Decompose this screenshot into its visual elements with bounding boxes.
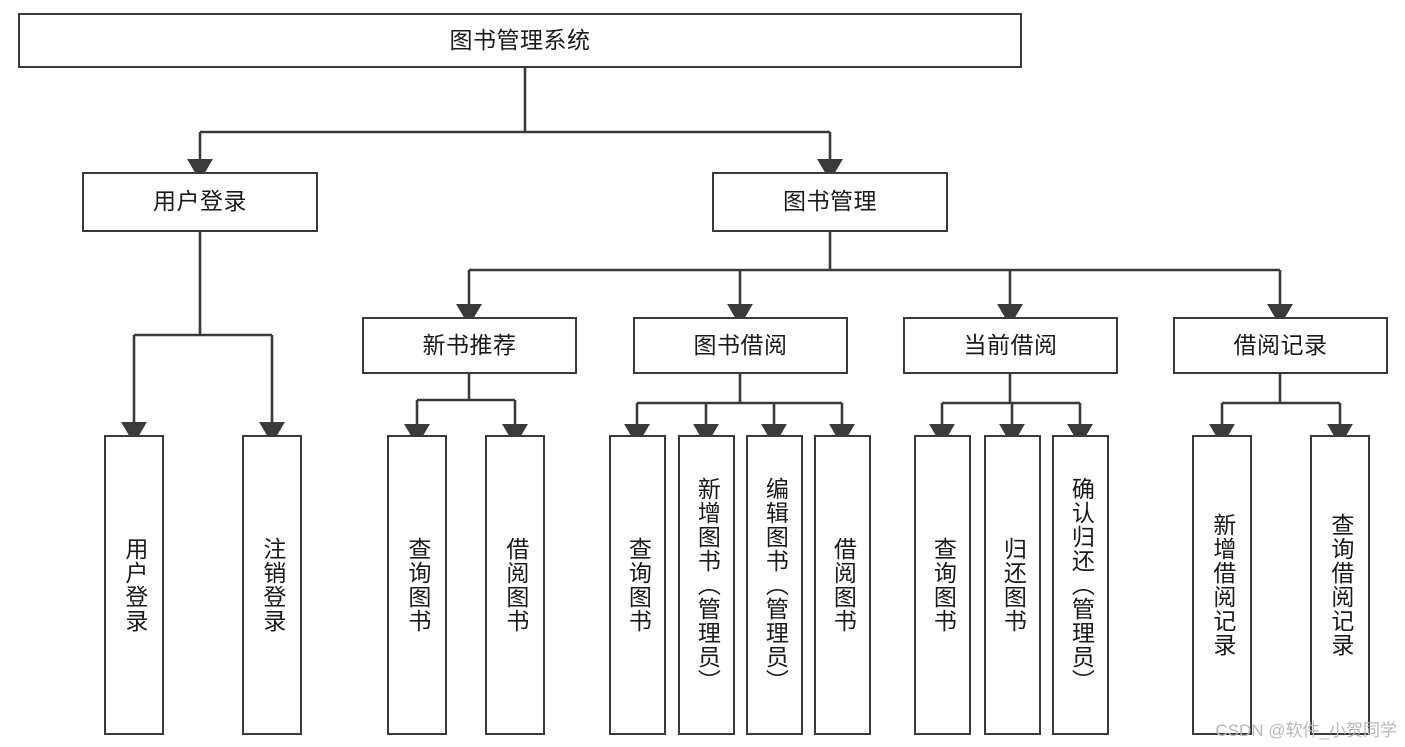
node-book-manage[interactable]: 图书管理	[712, 172, 948, 232]
node-book-borrow-label: 图书借阅	[693, 331, 788, 358]
node-leaf-return-book[interactable]: 归还图书	[984, 435, 1041, 735]
csdn-watermark: CSDN @软件_小贺同学	[1215, 721, 1397, 740]
node-root-system[interactable]: 图书管理系统	[18, 13, 1022, 68]
node-leaf-user-logout-label: 注销登录	[259, 537, 286, 633]
node-user-login[interactable]: 用户登录	[82, 172, 318, 232]
node-leaf-query-borrow-record-label: 查询借阅记录	[1327, 513, 1354, 657]
node-leaf-return-book-label: 归还图书	[1000, 537, 1027, 633]
node-user-login-label: 用户登录	[153, 188, 247, 215]
node-leaf-borrow-book-recommend-label: 借阅图书	[502, 537, 529, 633]
node-leaf-edit-book-admin[interactable]: 编辑图书（管理员）	[746, 435, 803, 735]
node-leaf-query-book-current-label: 查询图书	[930, 537, 957, 633]
node-leaf-confirm-return-admin-label: 确认归还（管理员）	[1068, 477, 1095, 693]
node-leaf-confirm-return-admin[interactable]: 确认归还（管理员）	[1052, 435, 1109, 735]
node-leaf-query-book-current[interactable]: 查询图书	[914, 435, 971, 735]
node-leaf-add-borrow-record[interactable]: 新增借阅记录	[1192, 435, 1252, 735]
node-leaf-query-book-recommend[interactable]: 查询图书	[387, 435, 447, 735]
node-leaf-borrow-book[interactable]: 借阅图书	[814, 435, 871, 735]
node-leaf-borrow-book-label: 借阅图书	[830, 537, 857, 633]
node-book-manage-label: 图书管理	[783, 188, 877, 215]
node-root-label: 图书管理系统	[449, 26, 591, 53]
node-current-borrow-label: 当前借阅	[963, 331, 1058, 358]
node-leaf-query-borrow-record[interactable]: 查询借阅记录	[1310, 435, 1370, 735]
node-borrow-record-label: 借阅记录	[1233, 331, 1328, 358]
node-leaf-query-book-recommend-label: 查询图书	[404, 537, 431, 633]
node-leaf-add-book-admin[interactable]: 新增图书（管理员）	[678, 435, 735, 735]
node-leaf-add-borrow-record-label: 新增借阅记录	[1209, 513, 1236, 657]
node-leaf-add-book-admin-label: 新增图书（管理员）	[694, 477, 721, 693]
node-borrow-record[interactable]: 借阅记录	[1173, 317, 1388, 374]
node-current-borrow[interactable]: 当前借阅	[903, 317, 1118, 374]
node-leaf-user-login[interactable]: 用户登录	[104, 435, 164, 735]
node-book-borrow[interactable]: 图书借阅	[633, 317, 848, 374]
node-leaf-edit-book-admin-label: 编辑图书（管理员）	[762, 477, 789, 693]
node-new-book-recommend-label: 新书推荐	[422, 331, 517, 358]
node-leaf-user-logout[interactable]: 注销登录	[242, 435, 302, 735]
node-leaf-borrow-book-recommend[interactable]: 借阅图书	[485, 435, 545, 735]
node-leaf-query-book-borrow[interactable]: 查询图书	[609, 435, 666, 735]
node-leaf-query-book-borrow-label: 查询图书	[625, 537, 652, 633]
node-leaf-user-login-label: 用户登录	[121, 537, 148, 633]
node-new-book-recommend[interactable]: 新书推荐	[362, 317, 577, 374]
